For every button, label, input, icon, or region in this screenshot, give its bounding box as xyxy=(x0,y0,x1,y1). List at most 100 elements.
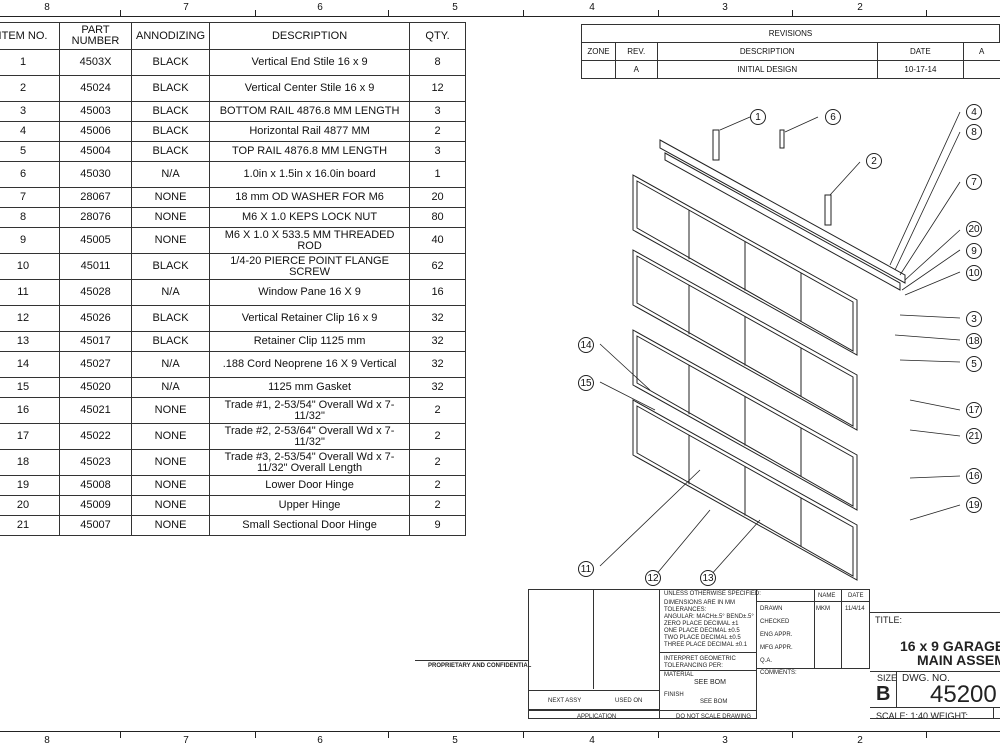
drawing-title-line2: MAIN ASSEM xyxy=(917,652,1000,668)
description-cell: Trade #1, 2-53/54" Overall Wd x 7-11/32" xyxy=(209,397,411,424)
description-cell: Retainer Clip 1125 mm xyxy=(209,331,411,352)
header-part-number: PART NUMBER xyxy=(59,22,132,50)
balloon-callout-18: 18 xyxy=(966,333,982,349)
annodizing-cell: NONE xyxy=(130,207,211,228)
section-inner xyxy=(636,255,854,427)
part-number-cell: 45006 xyxy=(59,121,132,142)
annodizing-cell: N/A xyxy=(130,377,211,398)
rev-zone xyxy=(581,60,616,79)
zone-label: 3 xyxy=(722,735,728,746)
annodizing-cell: BLACK xyxy=(130,49,211,76)
unless-label: UNLESS OTHERWISE SPECIFIED: xyxy=(664,591,761,597)
leader-line xyxy=(899,181,961,276)
annodizing-cell: NONE xyxy=(130,187,211,208)
part-number-cell: 45020 xyxy=(59,377,132,398)
comments-label: COMMENTS: xyxy=(760,670,797,676)
rev-approved xyxy=(962,60,1000,79)
annodizing-cell: BLACK xyxy=(130,331,211,352)
balloon-callout-12: 12 xyxy=(645,570,661,586)
description-cell: Upper Hinge xyxy=(209,495,411,516)
item-no-cell: 17 xyxy=(0,423,60,450)
qty-cell: 9 xyxy=(409,515,467,536)
date-header: DATE xyxy=(848,593,864,599)
item-no-cell: 14 xyxy=(0,351,60,378)
qty-cell: 2 xyxy=(409,495,467,516)
zone-label: 4 xyxy=(589,735,595,746)
description-cell: Window Pane 16 X 9 xyxy=(209,279,411,306)
header-description: DESCRIPTION xyxy=(209,22,411,50)
balloon-callout-1: 1 xyxy=(750,109,766,125)
annodizing-cell: NONE xyxy=(130,495,211,516)
zone-tick xyxy=(523,732,524,738)
balloon-callout-2: 2 xyxy=(866,153,882,169)
description-cell: Vertical Center Stile 16 x 9 xyxy=(209,75,411,102)
zone-label: 8 xyxy=(44,2,50,13)
bill-of-materials-table: ITEM NO. PART NUMBER ANNODIZING DESCRIPT… xyxy=(0,22,467,536)
leader-line xyxy=(719,116,751,131)
rev-date: 10-17-14 xyxy=(876,60,964,79)
leader-line xyxy=(599,343,651,391)
part-number-cell: 45007 xyxy=(59,515,132,536)
qty-cell: 3 xyxy=(409,101,467,122)
annodizing-cell: BLACK xyxy=(130,121,211,142)
qty-cell: 2 xyxy=(409,423,467,450)
item-no-cell: 15 xyxy=(0,377,60,398)
center-stile xyxy=(824,194,832,226)
zone-tick xyxy=(926,732,927,738)
annodizing-cell: BLACK xyxy=(130,75,211,102)
qty-cell: 32 xyxy=(409,377,467,398)
annodizing-cell: N/A xyxy=(130,351,211,378)
item-no-cell: 1 xyxy=(0,49,60,76)
two-label: TWO PLACE DECIMAL ±0.5 xyxy=(664,635,741,641)
tol-label: TOLERANCES: xyxy=(664,607,707,613)
zone-label: 2 xyxy=(857,2,863,13)
zone-tick xyxy=(523,10,524,16)
zero-label: ZERO PLACE DECIMAL ±1 xyxy=(664,621,739,627)
zone-label: 7 xyxy=(183,735,189,746)
leader-line xyxy=(709,519,761,577)
balloon-callout-11: 11 xyxy=(578,561,594,577)
description-cell: 1/4-20 PIERCE POINT FLANGE SCREW xyxy=(209,253,411,280)
leader-line xyxy=(909,429,961,437)
part-number-cell: 45017 xyxy=(59,331,132,352)
leader-line xyxy=(889,111,961,266)
header-qty: QTY. xyxy=(409,22,467,50)
balloon-callout-14: 14 xyxy=(578,337,594,353)
board-piece xyxy=(779,129,785,149)
application-label: APPLICATION xyxy=(577,714,617,720)
annodizing-cell: N/A xyxy=(130,161,211,188)
zone-tick xyxy=(792,10,793,16)
rev-description: INITIAL DESIGN xyxy=(656,60,878,79)
part-number-cell: 45008 xyxy=(59,475,132,496)
qty-cell: 2 xyxy=(409,475,467,496)
annodizing-cell: NONE xyxy=(130,423,211,450)
leader-line xyxy=(599,469,701,567)
drawn-name: MKM xyxy=(816,606,830,612)
header-item-no: ITEM NO. xyxy=(0,22,60,50)
balloon-callout-10: 10 xyxy=(966,265,982,281)
qty-cell: 1 xyxy=(409,161,467,188)
eng-appr-label: ENG APPR. xyxy=(760,632,793,638)
title-label: TITLE: xyxy=(875,615,903,625)
item-no-cell: 16 xyxy=(0,397,60,424)
door-section xyxy=(632,329,858,511)
part-number-cell: 45023 xyxy=(59,449,132,476)
leader-line xyxy=(599,381,656,411)
item-no-cell: 18 xyxy=(0,449,60,476)
leader-line xyxy=(899,359,961,363)
dwg-no-value: 45200 xyxy=(930,681,997,708)
zone-tick xyxy=(792,732,793,738)
leader-line xyxy=(654,509,711,577)
header-annodizing: ANNODIZING xyxy=(130,22,211,50)
balloon-callout-15: 15 xyxy=(578,375,594,391)
zone-label: 5 xyxy=(452,2,458,13)
leader-line xyxy=(904,229,961,281)
